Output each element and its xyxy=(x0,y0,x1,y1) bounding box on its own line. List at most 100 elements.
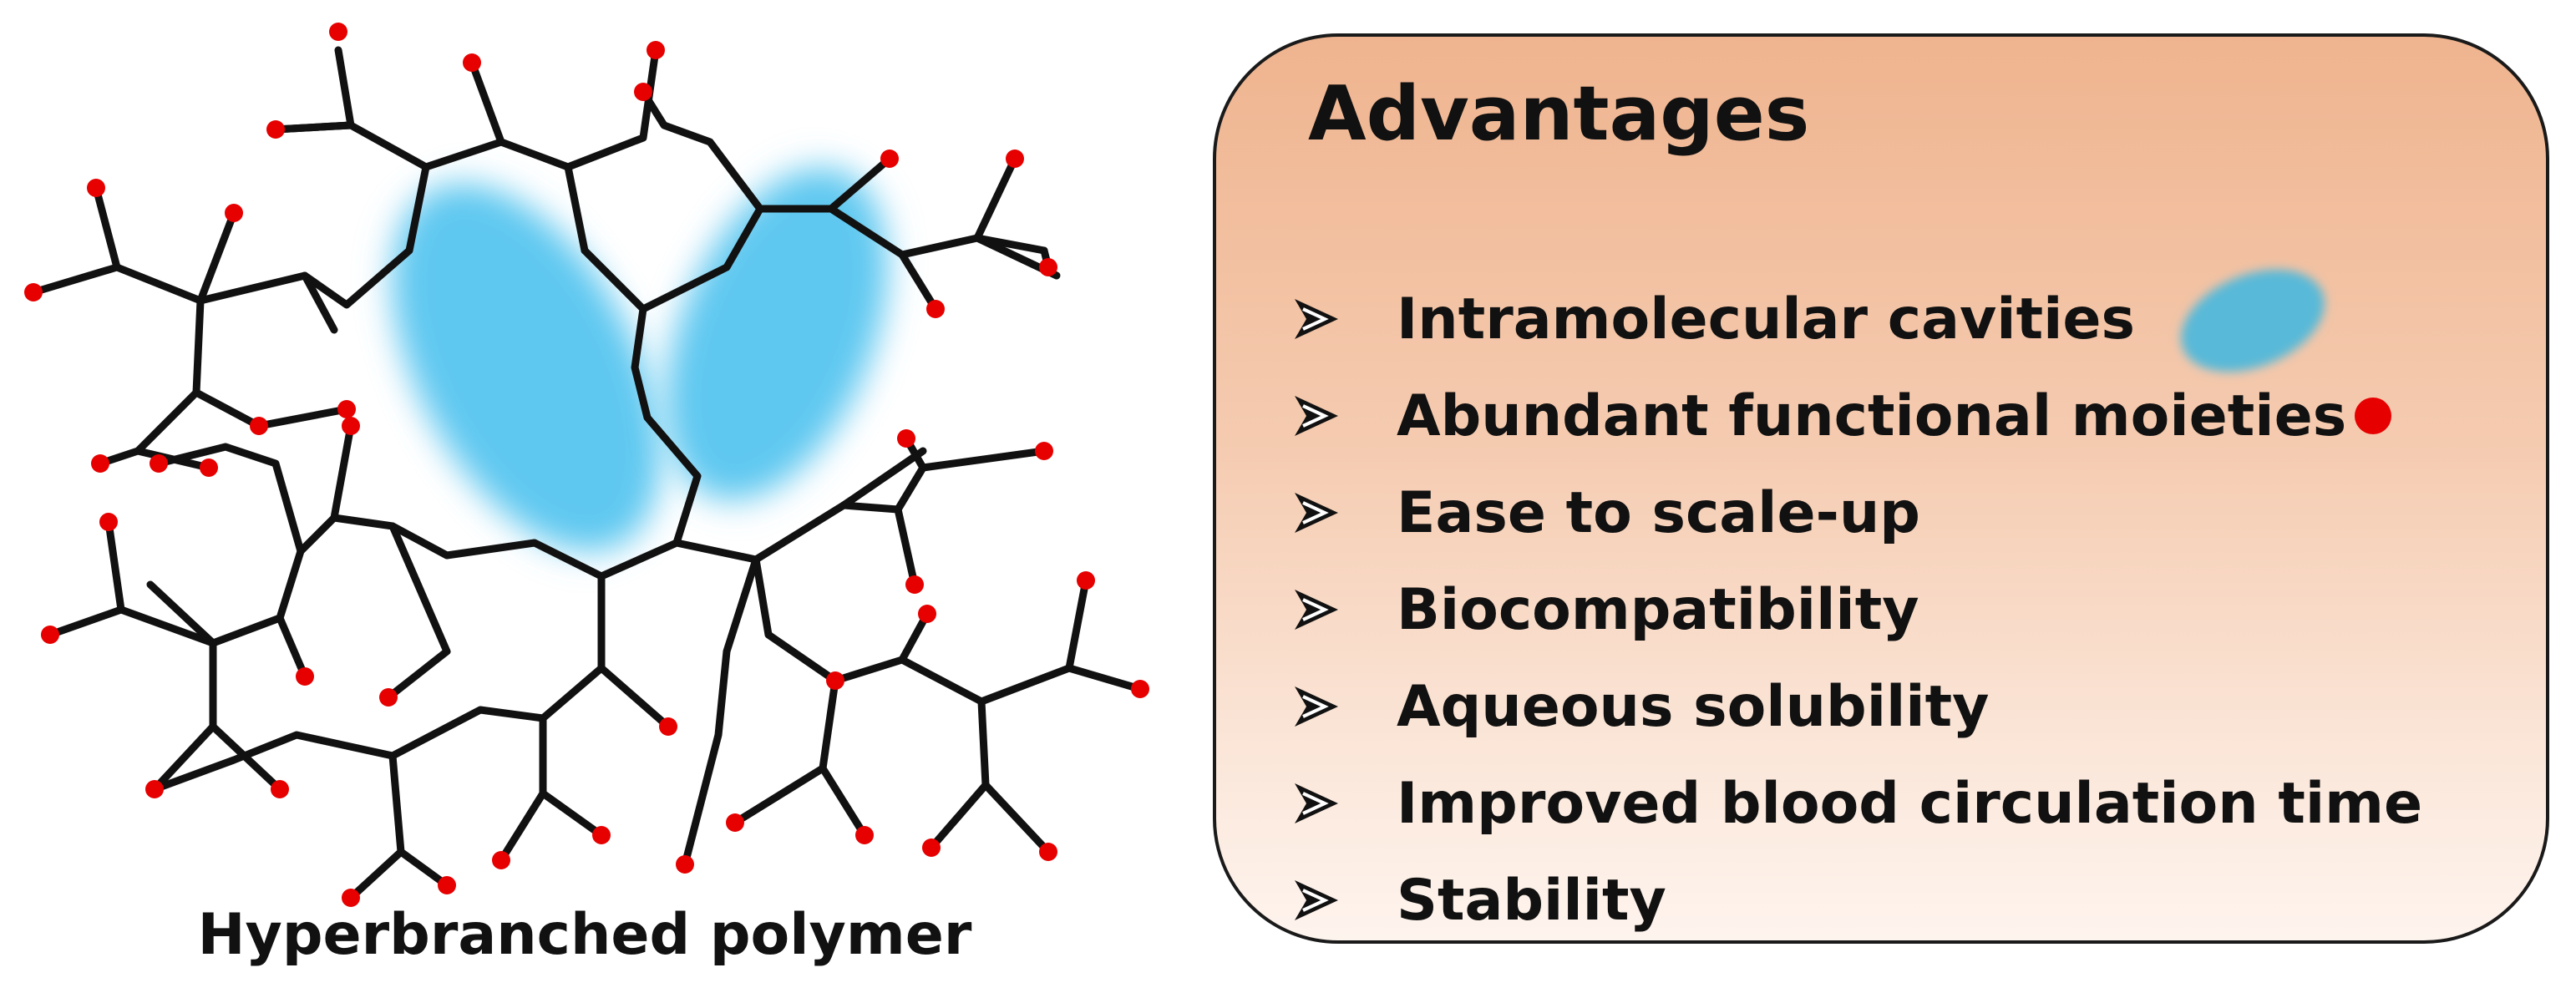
list-item-intramolecular-cavities: Intramolecular cavities xyxy=(1291,269,2422,372)
polymer-bond xyxy=(564,46,660,171)
advantages-panel: Advantages Intramolecular cavities Abund… xyxy=(1213,33,2549,944)
end-group-dot xyxy=(438,876,456,894)
polymer-bond xyxy=(681,555,760,869)
end-group-dot xyxy=(271,780,289,798)
end-group-dot xyxy=(905,575,924,594)
polymer-bond xyxy=(597,664,672,731)
polymer-bond xyxy=(271,121,355,134)
end-group-dot xyxy=(1035,442,1053,460)
arrowhead-bullet-icon xyxy=(1295,493,1338,533)
end-group-dot xyxy=(99,513,118,531)
polymer-bond xyxy=(819,764,869,839)
end-group-dot xyxy=(342,417,360,435)
list-item-solubility: Aqueous solubility xyxy=(1291,658,2422,755)
end-group-dot xyxy=(492,851,510,869)
end-group-dot xyxy=(1039,843,1057,861)
arrowhead-bullet-icon xyxy=(1295,880,1338,920)
list-item-label: Biocompatibility xyxy=(1397,576,1919,643)
end-group-dot xyxy=(1131,680,1149,698)
list-item-label: Intramolecular cavities xyxy=(1397,286,2135,352)
polymer-bond xyxy=(919,447,1048,472)
list-item-biocompatibility: Biocompatibility xyxy=(1291,561,2422,658)
end-group-dot xyxy=(1039,258,1057,276)
polymer-bond xyxy=(639,88,764,213)
polymer-bond xyxy=(894,505,919,589)
advantages-title: Advantages xyxy=(1308,70,1810,158)
end-group-dot xyxy=(926,300,945,318)
end-group-dot xyxy=(24,283,43,301)
end-group-dot xyxy=(918,605,936,623)
list-item-label: Ease to scale-up xyxy=(1397,479,1920,546)
arrowhead-bullet-icon xyxy=(1295,590,1338,630)
end-group-dot xyxy=(329,23,347,41)
polymer-bond xyxy=(898,251,940,313)
polymer-bond xyxy=(196,209,238,305)
end-groups xyxy=(24,23,1149,907)
arrowhead-bullet-icon xyxy=(1295,783,1338,823)
end-group-dot xyxy=(150,454,168,473)
advantages-list: Intramolecular cavities Abundant functio… xyxy=(1291,269,2422,940)
polymer-bond xyxy=(146,580,217,647)
end-group-dot xyxy=(676,855,694,874)
list-item-label: Abundant functional moieties xyxy=(1397,382,2347,449)
polymer-bond xyxy=(155,443,305,555)
end-group-dot xyxy=(726,813,744,832)
end-group-dot xyxy=(634,83,652,101)
end-group-dot xyxy=(225,204,243,222)
arrowhead-bullet-icon xyxy=(1295,299,1338,339)
end-group-dot xyxy=(379,688,398,707)
list-item-label: Stability xyxy=(1397,867,1666,934)
polymer-bond xyxy=(46,514,606,647)
end-group-dot xyxy=(659,717,677,736)
polymer-bond xyxy=(150,572,606,793)
end-group-dot xyxy=(87,179,105,197)
arrowhead-bullet-icon xyxy=(1295,686,1338,727)
list-item-circulation-time: Improved blood circulation time xyxy=(1291,755,2422,852)
polymer-bond xyxy=(1065,576,1090,672)
polymer-bond xyxy=(192,388,263,430)
list-item-label: Improved blood circulation time xyxy=(1397,770,2423,837)
polymer-bonds xyxy=(29,46,1144,902)
polymer-bond xyxy=(839,447,927,509)
end-group-dot xyxy=(647,41,665,59)
end-group-dot xyxy=(200,458,218,477)
end-group-dot xyxy=(592,826,611,844)
polymer-bond xyxy=(276,614,309,681)
polymer-bond xyxy=(927,697,990,852)
polymer-bond xyxy=(827,155,894,213)
end-group-dot xyxy=(880,149,899,168)
cavity-blob xyxy=(666,167,888,501)
end-group-dot xyxy=(826,671,844,690)
polymer-bond xyxy=(104,518,125,614)
polymer-bond xyxy=(731,676,839,827)
cavity-blob xyxy=(392,183,661,552)
cavity-icon xyxy=(2181,269,2325,372)
polymer-bond xyxy=(334,46,355,129)
list-item-stability: Stability xyxy=(1291,852,2422,940)
end-group-dot xyxy=(922,838,941,857)
list-item-scale-up: Ease to scale-up xyxy=(1291,464,2422,561)
end-group-dot xyxy=(855,826,874,844)
end-group-dot xyxy=(463,53,481,72)
end-group-dot xyxy=(1077,571,1095,590)
end-group-dot xyxy=(41,626,59,644)
list-item-functional-moieties: Abundant functional moieties xyxy=(1291,367,2422,464)
polymer-bond xyxy=(981,781,1052,856)
polymer-bond xyxy=(539,714,606,839)
polymer-bond xyxy=(468,58,505,146)
arrowhead-bullet-icon xyxy=(1295,396,1338,436)
hyperbranched-polymer-diagram xyxy=(24,23,1149,907)
polymer-bond xyxy=(92,184,121,271)
end-group-dot xyxy=(897,429,915,448)
polymer-bond xyxy=(96,296,205,468)
polymer-bond xyxy=(397,848,451,889)
polymer-bond xyxy=(301,271,338,334)
polymer-bond xyxy=(384,522,451,702)
end-group-dot xyxy=(250,417,268,435)
list-item-label: Aqueous solubility xyxy=(1397,673,1990,740)
polymer-bond xyxy=(347,752,405,902)
end-group-dot xyxy=(337,400,356,418)
end-group-dot xyxy=(342,889,360,907)
polymer-bond xyxy=(209,722,284,793)
end-group-dot xyxy=(266,120,285,139)
